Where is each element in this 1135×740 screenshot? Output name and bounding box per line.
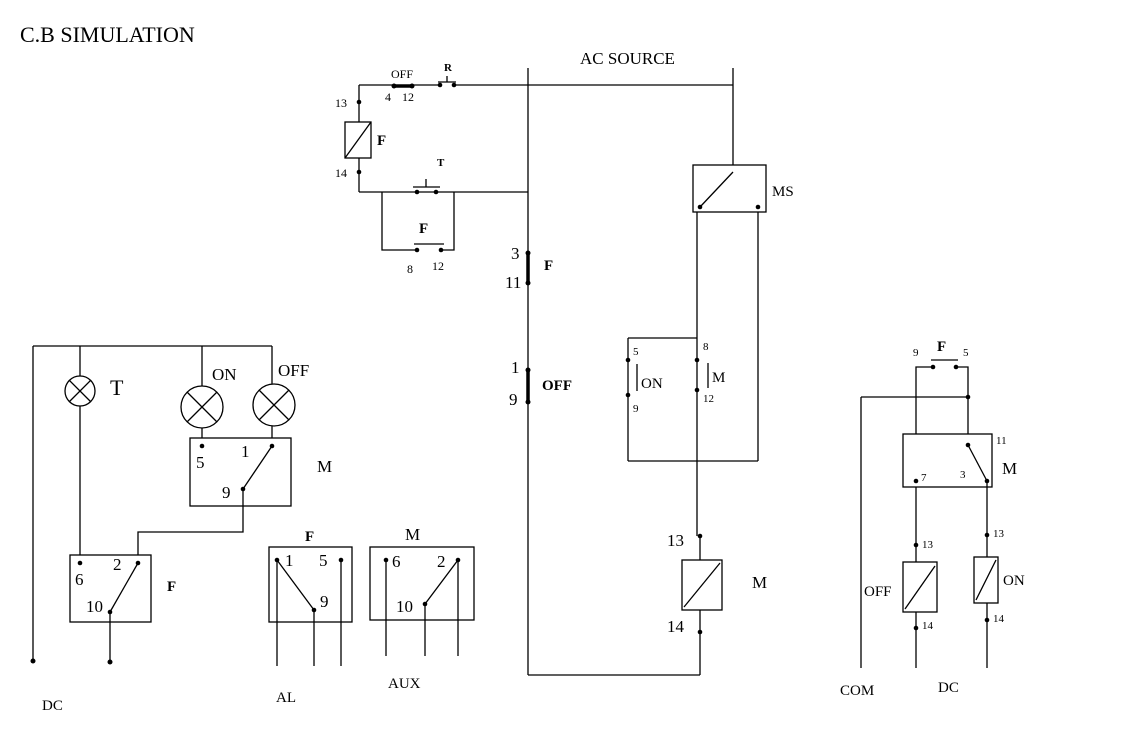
terminal-label: 5	[319, 551, 328, 570]
r-switch-label: R	[444, 62, 453, 74]
terminal-label: 14	[922, 620, 934, 632]
lamp-t-icon	[64, 375, 96, 407]
right-off-label: OFF	[864, 584, 892, 600]
terminal-label: 12	[432, 259, 444, 273]
m-box-label: M	[317, 457, 332, 476]
terminal-label: 9	[633, 403, 639, 415]
aux-label: AUX	[388, 676, 421, 692]
terminal-label: 5	[633, 346, 639, 358]
dc-left-label: DC	[42, 698, 63, 714]
terminal-label: 10	[396, 597, 413, 616]
right-f-label: F	[937, 339, 946, 355]
right-on-label: ON	[1003, 573, 1025, 589]
terminal-label: 10	[86, 597, 103, 616]
terminal-label: 13	[335, 96, 347, 110]
al-label: AL	[276, 690, 296, 706]
lamp-off-label: OFF	[278, 361, 309, 380]
lamp-on-icon	[180, 385, 224, 429]
terminal-label: 11	[505, 273, 521, 292]
terminal-label: 14	[335, 166, 347, 180]
terminal-label: 6	[392, 552, 401, 571]
aux-box: M 6 2 10 AUX	[369, 525, 475, 692]
lamp-on-label: ON	[212, 365, 237, 384]
terminal-label: 9	[320, 592, 329, 611]
f-box-label: F	[167, 579, 176, 595]
terminal-label: 11	[996, 435, 1007, 447]
terminal-label: 3	[511, 244, 520, 263]
f-coil-label: F	[377, 133, 386, 149]
terminal-label: 4	[385, 90, 391, 104]
ms-label: MS	[772, 184, 794, 200]
f-contact-label: F	[544, 258, 553, 274]
terminal-label: 1	[511, 358, 520, 377]
terminal-label: 9	[222, 483, 231, 502]
terminal-label: 7	[921, 472, 927, 484]
al-box: F 1 5 9 AL	[268, 529, 353, 706]
terminal-label: 8	[703, 341, 709, 353]
lamp-t-label: T	[110, 375, 124, 400]
dc-right-label: DC	[938, 680, 959, 696]
terminal-label: 12	[402, 90, 414, 104]
terminal-label: 13	[922, 539, 934, 551]
ac-control-circuit: OFF 4 12 R 13 F 14 T F 8 12 3 11 F	[335, 49, 794, 676]
off-switch-label: OFF	[391, 67, 413, 81]
terminal-label: 5	[196, 453, 205, 472]
terminal-label: 13	[667, 531, 684, 550]
ac-source-label: AC SOURCE	[580, 49, 675, 68]
terminal-label: 14	[993, 613, 1005, 625]
f-al-label: F	[305, 529, 314, 545]
off-contact-label: OFF	[542, 378, 572, 394]
terminal-label: 14	[667, 617, 685, 636]
t-switch-label: T	[437, 157, 445, 169]
terminal-label: 5	[963, 347, 969, 359]
terminal-label: 9	[509, 390, 518, 409]
terminal-label: 2	[437, 552, 446, 571]
right-m-label: M	[1002, 459, 1017, 478]
terminal-label: 8	[407, 262, 413, 276]
lamp-off-icon	[252, 383, 296, 427]
terminal-label: 12	[703, 393, 714, 405]
terminal-label: 9	[913, 347, 919, 359]
diagram-title: C.B SIMULATION	[20, 22, 195, 47]
m-aux-label: M	[405, 525, 420, 544]
terminal-label: 6	[75, 570, 84, 589]
m-coil-label: M	[752, 573, 767, 592]
terminal-label: 3	[960, 469, 966, 481]
terminal-label: 2	[113, 555, 122, 574]
on-button-label: ON	[641, 376, 663, 392]
dc-lamp-circuit: T ON OFF 5 1 9 M 6 2 10	[30, 345, 332, 714]
terminal-label: 1	[285, 551, 294, 570]
m-seal-label: M	[712, 370, 725, 386]
f-parallel-label: F	[419, 221, 428, 237]
right-dc-circuit: F 9 5 11 7 3 M 13 OFF 14 13 ON 14 COM D	[840, 339, 1025, 699]
terminal-label: 1	[241, 442, 250, 461]
com-label: COM	[840, 683, 874, 699]
terminal-label: 13	[993, 528, 1005, 540]
